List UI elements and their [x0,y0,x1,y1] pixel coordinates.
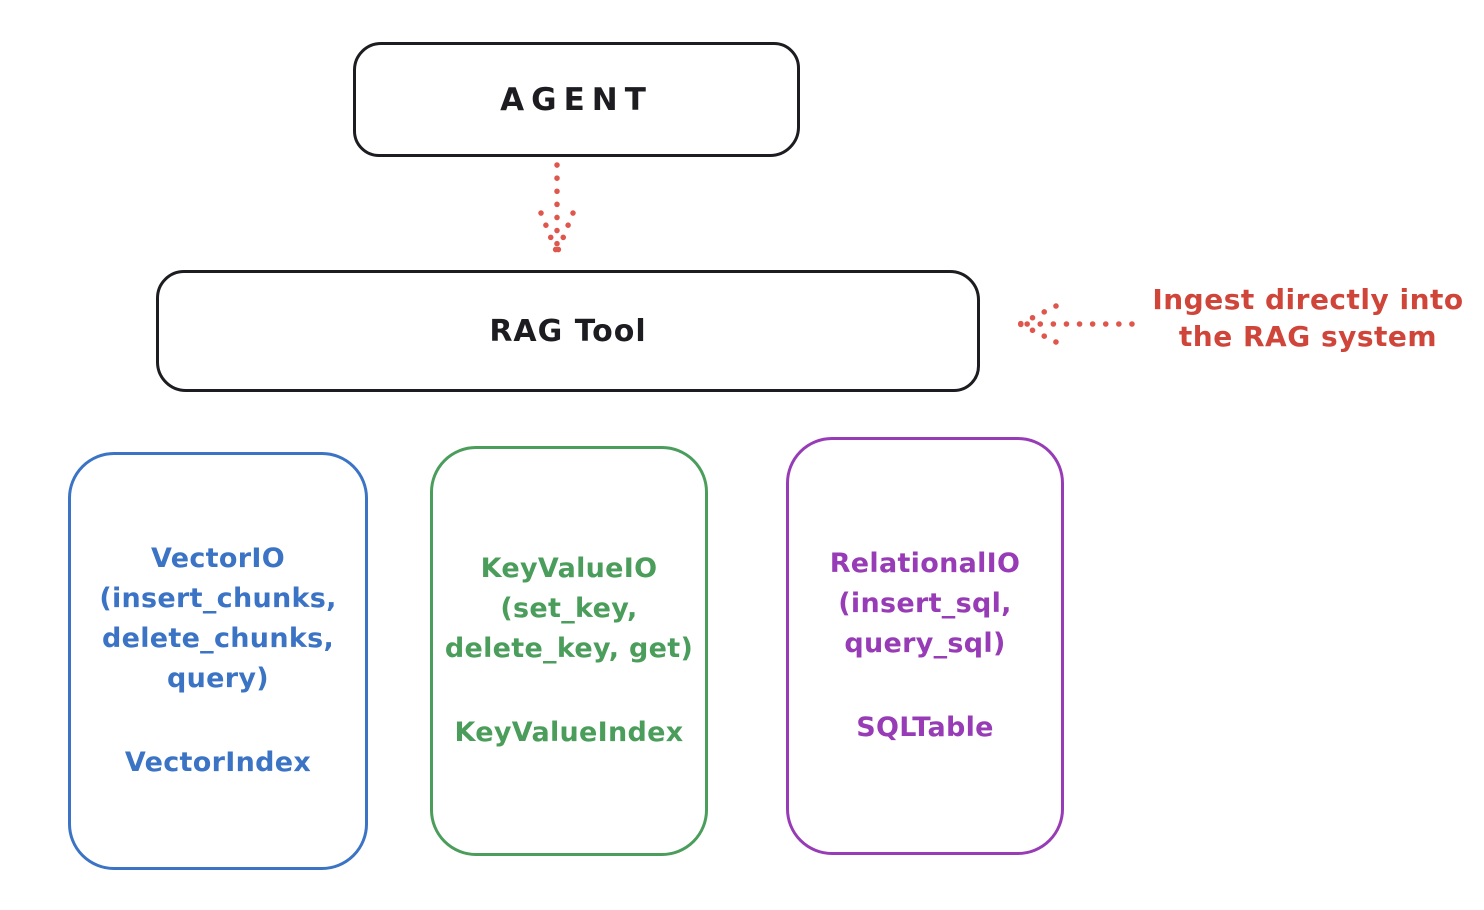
rag-tool-label: RAG Tool [489,313,647,349]
title-line: (insert_sql, [838,588,1012,619]
left-arrow-icon [1017,303,1135,345]
keyvalue-io-box: KeyValueIO (set_key, delete_key, get) Ke… [430,446,708,856]
vector-io-box: VectorIO (insert_chunks, delete_chunks, … [68,452,368,870]
ingest-annotation: Ingest directly into the RAG system [1136,281,1480,355]
title-line: (insert_chunks, [99,583,337,614]
agent-label: AGENT [500,81,653,118]
relational-io-title: RelationalIO (insert_sql, query_sql) [830,544,1021,664]
vector-io-title: VectorIO (insert_chunks, delete_chunks, … [99,539,336,699]
relational-io-box: RelationalIO (insert_sql, query_sql) SQL… [786,437,1064,855]
title-line: KeyValueIO [480,553,658,584]
ingest-annotation-line1: Ingest directly into [1152,283,1464,316]
down-arrow-strokes [538,162,576,256]
left-arrow-strokes [1017,303,1135,345]
title-line: query) [167,663,269,694]
vector-index-label: VectorIndex [124,747,312,778]
down-arrow-icon [538,162,576,256]
title-line: delete_chunks, [101,623,335,654]
agent-box: AGENT [353,42,800,157]
keyvalue-io-title: KeyValueIO (set_key, delete_key, get) [445,549,693,669]
ingest-annotation-line2: the RAG system [1178,320,1438,353]
sql-table-label: SQLTable [856,712,994,743]
title-line: query_sql) [844,628,1006,659]
title-line: VectorIO [151,543,285,574]
title-line: (set_key, [500,593,638,624]
title-line: delete_key, get) [444,633,694,664]
keyvalue-index-label: KeyValueIndex [454,717,684,748]
rag-tool-box: RAG Tool [156,270,980,392]
title-line: RelationalIO [829,548,1021,579]
